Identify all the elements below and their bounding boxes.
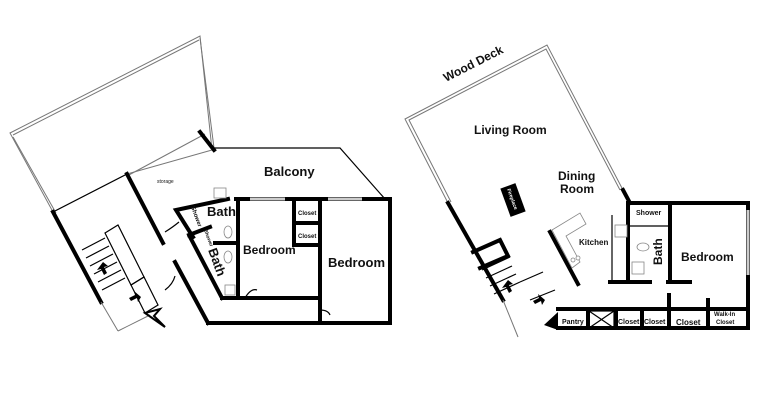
room-label-pantry: Pantry [562, 319, 584, 326]
room-label-dining-room-line-2: Room [560, 182, 594, 196]
upper-stairs [81, 224, 166, 328]
room-label-closet-1: Closet [298, 211, 316, 217]
upper-deck-outline [9, 35, 213, 213]
balcony-outline [212, 147, 386, 200]
room-label-kitchen: Kitchen [579, 238, 608, 247]
room-label-bath-1: Bath [207, 204, 236, 219]
room-label-closet-1: Closet [618, 319, 640, 326]
stair-down-arrow-icon [533, 294, 545, 305]
stair-up-arrow-icon [502, 280, 513, 293]
main-entry-marker [544, 312, 558, 330]
room-label-shower: Shower [636, 210, 662, 217]
stair-up-arrow-icon [97, 262, 108, 275]
main-stairs [470, 237, 558, 330]
fireplace [500, 183, 526, 217]
room-label-bath: Bath [651, 238, 665, 265]
room-label-bedroom-1: Bedroom [243, 243, 296, 257]
room-label-walk-in-closet-line-2: Closet [716, 320, 734, 326]
room-label-bedroom-2: Bedroom [328, 255, 385, 270]
room-label-shower-1: Shower [189, 206, 202, 229]
room-label-balcony: Balcony [264, 164, 315, 179]
stair-down-arrow-icon [129, 291, 141, 302]
upper-entry-marker [142, 307, 166, 328]
room-label-storage: storage [157, 179, 174, 185]
room-label-shower-2: Shower [202, 229, 214, 248]
room-label-closet-3: Closet [676, 318, 701, 327]
main-floor-plan: Fireplace [404, 42, 750, 338]
room-label-closet-2: Closet [298, 234, 316, 240]
room-label-closet-2: Closet [644, 319, 666, 326]
upper-floor-plan: Balcony storage Bath Shower Shower Bath … [9, 35, 392, 332]
room-label-wood-deck: Wood Deck [441, 42, 506, 84]
room-label-bedroom: Bedroom [681, 250, 734, 264]
room-label-walk-in-closet-line-1: Walk-In [714, 312, 735, 318]
room-label-dining-room-line-1: Dining [558, 169, 595, 183]
room-label-living-room: Living Room [474, 123, 547, 137]
